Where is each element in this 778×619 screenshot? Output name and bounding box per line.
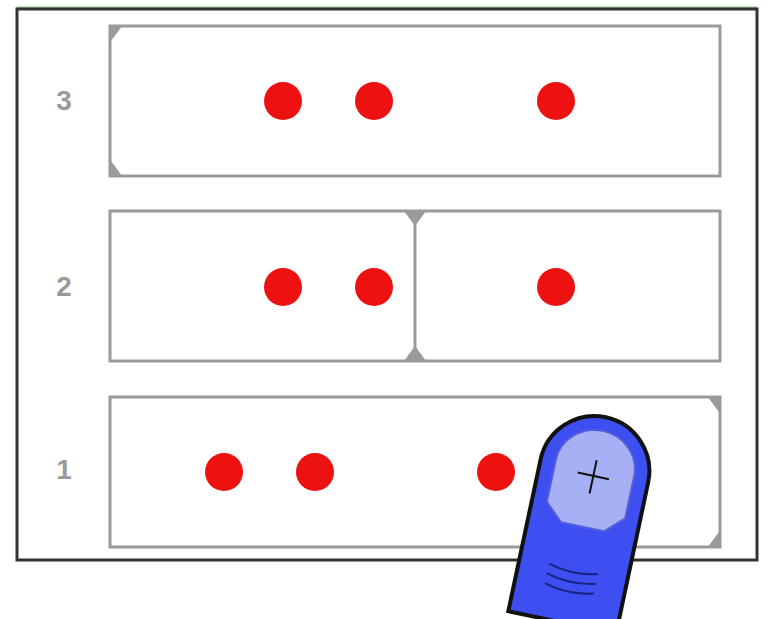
dot [264,82,302,120]
dot [296,453,334,491]
dot [355,82,393,120]
corner-mark [708,531,720,547]
divider [414,211,417,361]
fingernail [543,423,642,535]
finger-crease [544,564,598,597]
dot [355,268,393,306]
row-number: 2 [56,273,72,301]
corner-mark [708,397,720,413]
dot [537,268,575,306]
dot [205,453,243,491]
plus-sign [590,460,597,493]
dots [205,82,575,491]
corner-mark [110,160,122,176]
panel [110,211,720,361]
dot [264,268,302,306]
panel [110,26,720,176]
row-number: 1 [56,456,72,484]
finger-body [508,406,659,619]
row-number: 3 [56,87,72,115]
finger [508,406,659,619]
dot [477,453,515,491]
corner-mark [110,26,122,42]
corner-mark [404,211,426,226]
corner-mark [404,346,426,361]
dot [537,82,575,120]
